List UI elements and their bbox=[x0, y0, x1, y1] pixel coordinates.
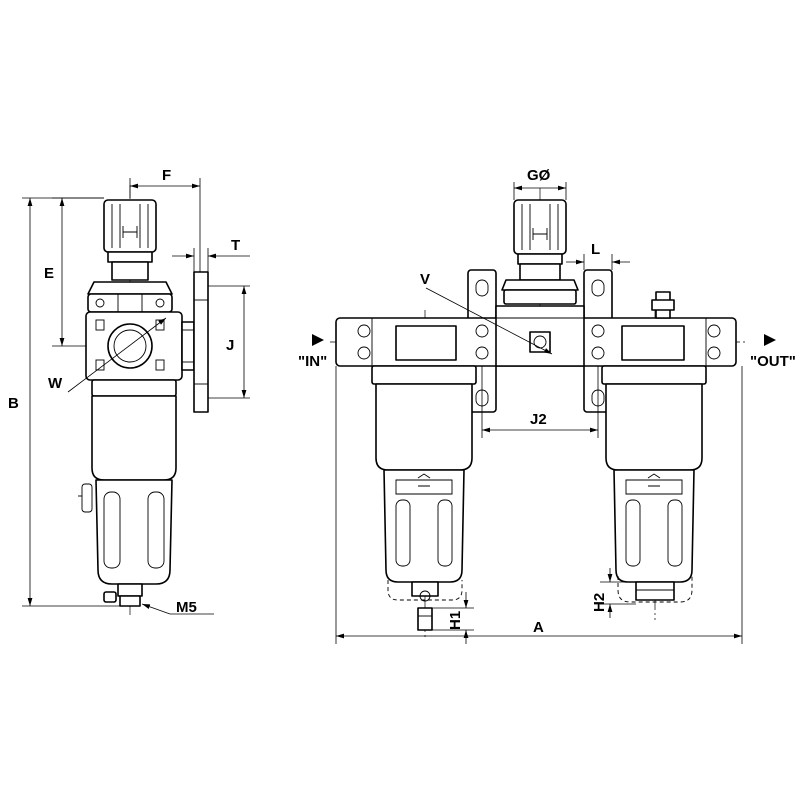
dim-l: L bbox=[566, 241, 630, 270]
label-a: A bbox=[533, 619, 544, 636]
label-l: L bbox=[591, 241, 600, 258]
filter-regulator-side-view: F T E J W bbox=[8, 167, 250, 616]
dim-g: GØ bbox=[513, 167, 567, 200]
label-b: B bbox=[8, 395, 19, 412]
label-f: F bbox=[162, 167, 171, 184]
label-j2: J2 bbox=[530, 411, 547, 428]
manifold-body bbox=[335, 291, 737, 367]
label-t: T bbox=[231, 237, 240, 254]
dim-v: V bbox=[420, 271, 553, 355]
dim-j2: J2 bbox=[481, 366, 599, 438]
filter-unit bbox=[371, 365, 477, 631]
dim-w: W bbox=[48, 317, 167, 393]
dim-a: A bbox=[335, 366, 743, 644]
label-j: J bbox=[226, 337, 234, 354]
mounting-bracket bbox=[193, 271, 209, 413]
dim-m5: M5 bbox=[141, 599, 214, 616]
regulator-knob bbox=[103, 199, 157, 281]
label-e: E bbox=[44, 265, 54, 282]
label-h1: H1 bbox=[447, 611, 464, 630]
lubricator-unit bbox=[601, 365, 707, 603]
in-arrow-icon bbox=[312, 334, 324, 346]
label-m5: M5 bbox=[176, 599, 197, 616]
dim-f: F bbox=[129, 167, 201, 272]
label-v: V bbox=[420, 271, 430, 288]
out-arrow-icon bbox=[764, 334, 776, 346]
dim-j: J bbox=[208, 285, 250, 399]
bowl-collar bbox=[91, 379, 177, 397]
dim-b: B bbox=[8, 197, 120, 607]
regulator-body bbox=[85, 311, 195, 381]
frl-front-view: "IN" "OUT" GØ L V bbox=[298, 167, 796, 644]
filter-bowl bbox=[78, 395, 177, 607]
label-w: W bbox=[48, 375, 63, 392]
label-out: "OUT" bbox=[750, 353, 796, 370]
label-g: GØ bbox=[527, 167, 551, 184]
regulator-bonnet bbox=[87, 281, 173, 313]
dim-h2: H2 bbox=[591, 568, 636, 618]
flow-in-indicator: "IN" bbox=[298, 334, 327, 370]
dim-h1: H1 bbox=[432, 592, 474, 644]
flow-out-indicator: "OUT" bbox=[750, 334, 796, 370]
label-in: "IN" bbox=[298, 353, 327, 370]
regulator-knob-front bbox=[501, 199, 579, 305]
label-h2: H2 bbox=[591, 593, 608, 612]
dim-t: T bbox=[172, 237, 250, 272]
